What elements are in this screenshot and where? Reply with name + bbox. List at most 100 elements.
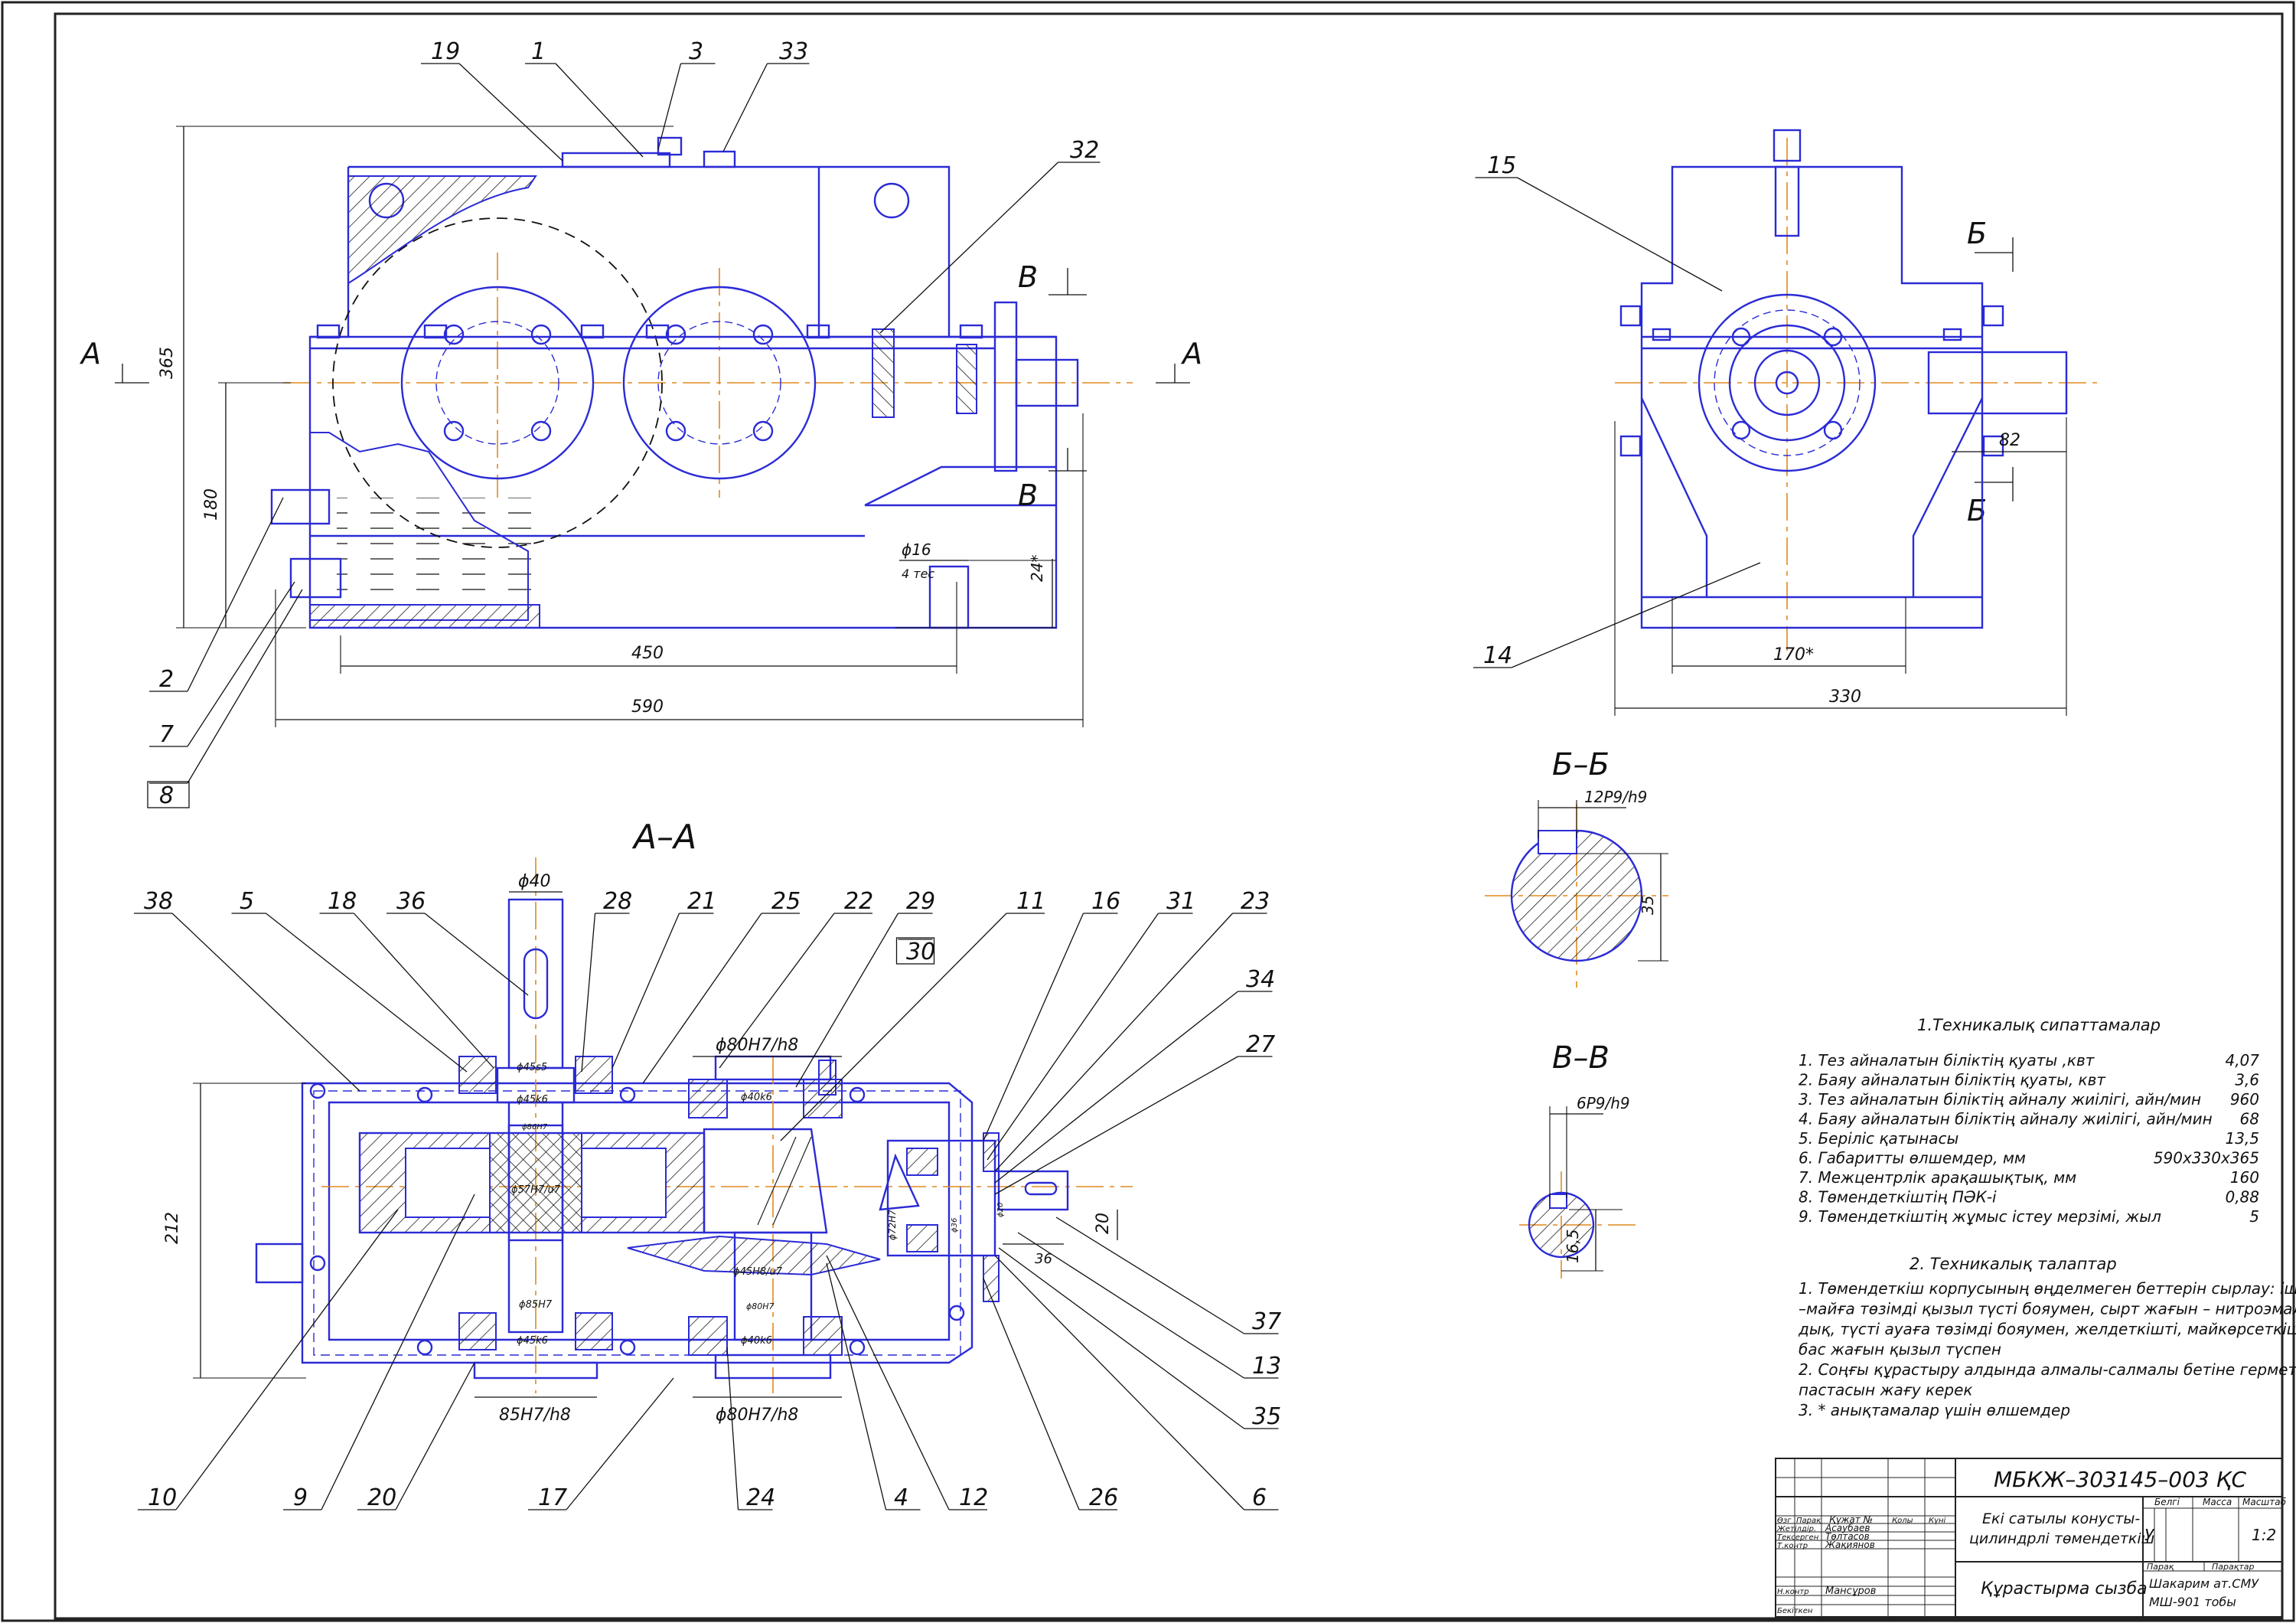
callout-4: 4 (826, 1262, 921, 1511)
tech-spec: 1.Техникалық сипаттамалар 1. Тез айналат… (1798, 1016, 2296, 1419)
callout-30: 30 (895, 937, 935, 965)
callout-number: 36 (396, 888, 426, 915)
product-name-line2: цилиндрлі төмендеткіш (1969, 1530, 2154, 1547)
dim-212: 212 (163, 1212, 182, 1244)
name-razrab: Асаубаев (1825, 1523, 1870, 1533)
callout-2: 2 (149, 497, 284, 693)
title-block: МБКЖ–303145–003 ҚС Екі сатылы конусты- ц… (1775, 1458, 2287, 1618)
callout-number: 13 (1252, 1353, 1281, 1380)
dim-phi16: ϕ16 (902, 540, 931, 559)
callout-15: 15 (1475, 152, 1723, 292)
section-vv: В–В 6P9/h9 16,5 (1519, 1040, 1638, 1278)
tech-spec-label: 1. Тез айналатын біліктің қуаты ,квт (1799, 1051, 2095, 1069)
role-nkontr: Н.контр (1777, 1588, 1809, 1596)
callout-31: 31 (987, 888, 1195, 1161)
hdr-podp: Қолы (1892, 1517, 1913, 1525)
callout-29: 29 (795, 888, 935, 1088)
front-dimensions: 365 180 450 590 24* ϕ16 4 тес (158, 126, 1084, 727)
fit-40k6-top: ϕ40k6 (741, 1092, 772, 1103)
callout-number: 17 (538, 1484, 567, 1511)
fit-45k6-bottom: ϕ45k6 (517, 1335, 548, 1347)
tech-req-lines: 1. Төмендеткіш корпусының өңделмеген бет… (1798, 1279, 2296, 1419)
callout-number: 15 (1487, 152, 1516, 179)
callout-5: 5 (231, 888, 468, 1073)
tech-req-line: 3. * анықтамалар үшін өлшемдер (1799, 1401, 2070, 1419)
callout-number: 12 (959, 1484, 988, 1511)
tech-spec-value: 160 (2230, 1168, 2259, 1187)
hdr-lit: Белгі (2154, 1497, 2180, 1507)
callout-number: 4 (894, 1484, 908, 1511)
callout-35: 35 (998, 1247, 1281, 1430)
name-prov: Төлтасов (1825, 1531, 1870, 1542)
callout-21: 21 (612, 888, 716, 1069)
callout-number: 1 (531, 38, 546, 65)
fit-45h8: ϕ45H8/u7 (733, 1266, 783, 1278)
callout-number: 35 (1252, 1403, 1281, 1430)
section-aa-dimensions: 212 ϕ40 ϕ80H7/h8 ϕ80H7/h8 85H7/h8 36 20 … (163, 872, 1118, 1425)
dim-24: 24* (1028, 555, 1046, 582)
tech-spec-label: 6. Габаритты өлшемдер, мм (1799, 1149, 2026, 1167)
section-aa-title: А–А (631, 818, 696, 857)
fit-45s5: ϕ45s5 (517, 1062, 547, 1073)
org-line1: Шакарим ат.СМУ (2149, 1576, 2259, 1591)
callout-number: 20 (367, 1484, 396, 1511)
callout-number: 2 (159, 666, 174, 693)
tech-spec-label: 8. Төмендеткіштің ПӘК-і (1799, 1188, 1997, 1207)
callout-16: 16 (983, 888, 1120, 1141)
tech-spec-value: 960 (2230, 1090, 2259, 1109)
section-bb-title: Б–Б (1552, 747, 1609, 782)
callout-12: 12 (826, 1255, 988, 1511)
tech-spec-label: 9. Төмендеткіштің жұмыс істеу мерзімі, ж… (1799, 1207, 2161, 1226)
org-line2: МШ-901 тобы (2149, 1595, 2236, 1609)
callout-18: 18 (319, 888, 494, 1069)
callout-17: 17 (528, 1377, 674, 1511)
section-bb: Б–Б 12P9/h9 35 (1485, 747, 1668, 988)
hdr-mass: Масса (2203, 1497, 2232, 1507)
tech-req-line: бас жағын қызыл түспен (1799, 1341, 2001, 1359)
callout-number: 9 (293, 1484, 308, 1511)
role-prov: Тексерген (1777, 1533, 1819, 1542)
callout-number: 3 (689, 38, 703, 65)
callout-number: 37 (1252, 1308, 1281, 1335)
tech-spec-label: 2. Баяу айналатын біліктің қуаты, квт (1799, 1071, 2106, 1089)
fit-72h7: ϕ72H7 (887, 1210, 898, 1240)
section-vv-title: В–В (1552, 1040, 1609, 1076)
callout-number: 18 (328, 888, 357, 915)
dim-85: 85H7/h8 (499, 1406, 571, 1425)
callout-8: 8 (147, 589, 303, 809)
callout-9: 9 (283, 1194, 475, 1511)
tech-spec-title: 1.Техникалық сипаттамалар (1917, 1016, 2161, 1034)
lit-value: У (2144, 1526, 2155, 1544)
dim-170: 170* (1773, 645, 1814, 665)
callout-33: 33 (722, 38, 810, 152)
callout-34: 34 (994, 966, 1275, 1184)
callout-number: 10 (148, 1484, 177, 1511)
callout-number: 27 (1246, 1031, 1275, 1058)
drawing-frame (54, 12, 2284, 1620)
role-razrab: Жетілдір. (1776, 1524, 1816, 1533)
section-marks: А А В В Б Б (79, 217, 2014, 527)
side-dimensions: 170* 330 82 (1614, 417, 2067, 716)
callout-number: 8 (159, 782, 174, 809)
tech-req-line: дық, түсті ауаға төзімді бояумен, желдет… (1798, 1320, 2296, 1338)
dim-450: 450 (631, 644, 664, 663)
dim-165: 16,5 (1564, 1229, 1582, 1263)
callout-20: 20 (357, 1362, 475, 1511)
tech-req-line: –майға төзімді қызыл түсті бояумен, сырт… (1799, 1300, 2296, 1318)
tech-spec-label: 5. Беріліс қатынасы (1799, 1129, 1958, 1148)
tech-spec-value: 590х330х365 (2154, 1149, 2259, 1167)
tech-spec-label: 4. Баяу айналатын біліктің айналу жиіліг… (1799, 1110, 2213, 1128)
fit-57: ϕ57H7/u7 (511, 1184, 561, 1196)
section-aa: А–А (255, 818, 1133, 1393)
callout-28: 28 (581, 888, 632, 1073)
callout-26: 26 (983, 1278, 1118, 1511)
callout-7: 7 (149, 581, 295, 748)
cut-a-right: А (1180, 337, 1202, 371)
front-view (270, 136, 1133, 629)
doc-type: Құрастырма сызба (1981, 1579, 2148, 1599)
